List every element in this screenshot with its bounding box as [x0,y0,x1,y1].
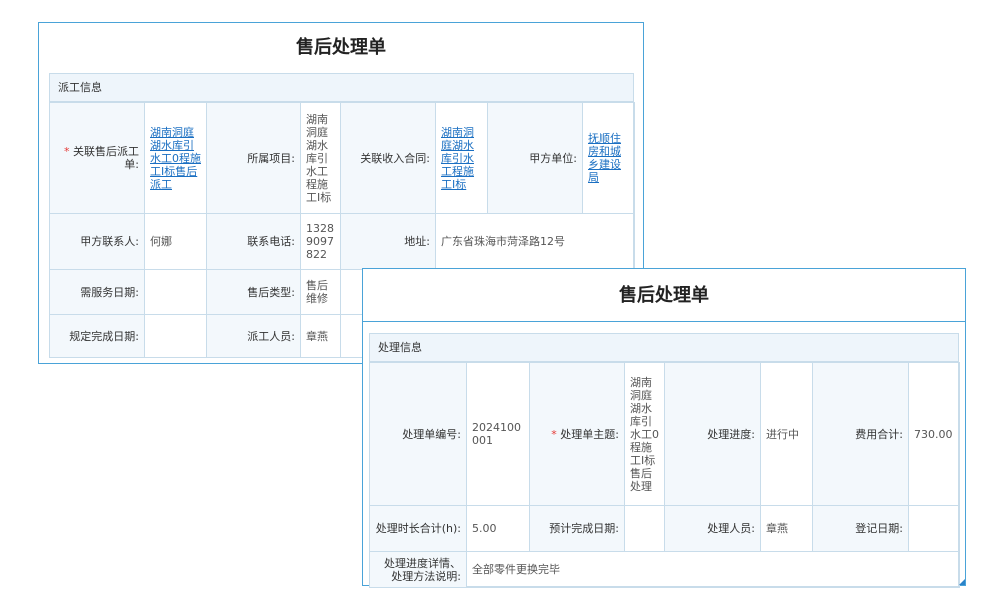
address-label: 地址: [340,213,436,270]
after-sales-form-front: 售后处理单 处理信息 处理单编号: 2024100001 * 处理单主题: 湖南… [362,268,966,588]
party-link[interactable]: 抚顺住房和城乡建设局 [588,132,621,184]
form-title: 售后处理单 [363,269,965,322]
table-row: 处理进度详情、处理方法说明: 全部零件更换完毕 [369,551,960,588]
detail-label: 处理进度详情、处理方法说明: [369,551,467,588]
table-row: 处理单编号: 2024100001 * 处理单主题: 湖南洞庭湖水库引水工0程施… [369,362,960,506]
contract-value: 湖南洞庭湖水库引水工程施工I标 [435,102,488,214]
deadline-label: 规定完成日期: [49,314,145,358]
resize-handle[interactable] [959,579,965,585]
contact-value: 何娜 [144,213,207,270]
section-dispatch-info: 派工信息 [50,74,633,102]
eta-value [624,505,665,552]
project-label: 所属项目: [206,102,301,214]
party-label: 甲方单位: [487,102,583,214]
after-sales-form-back: 售后处理单 派工信息 * 关联售后派工单: 湖南洞庭湖水库引水工0程施工I标售后… [38,22,644,364]
service-date-value [144,269,207,315]
type-label: 售后类型: [206,269,301,315]
phone-label: 联系电话: [206,213,301,270]
order-value: 湖南洞庭湖水库引水工0程施工I标售后派工 [144,102,207,214]
cost-label: 费用合计: [812,362,909,506]
subject-label: * 处理单主题: [529,362,625,506]
progress-label: 处理进度: [664,362,761,506]
eta-label: 预计完成日期: [529,505,625,552]
required-mark: * [551,427,561,441]
project-value: 湖南洞庭湖水库引水工程施工I标 [300,102,341,214]
section-process-info: 处理信息 [370,334,958,362]
contract-link[interactable]: 湖南洞庭湖水库引水工程施工I标 [441,125,474,191]
contact-label: 甲方联系人: [49,213,145,270]
required-mark: * [64,145,73,158]
dispatch-info-box: 派工信息 * 关联售后派工单: 湖南洞庭湖水库引水工0程施工I标售后派工 所属项… [49,73,635,358]
worker-label: 派工人员: [206,314,301,358]
handler-label: 处理人员: [664,505,761,552]
no-value: 2024100001 [466,362,530,506]
process-info-table: 处理单编号: 2024100001 * 处理单主题: 湖南洞庭湖水库引水工0程施… [369,362,960,588]
contract-label: 关联收入合同: [340,102,436,214]
phone-value: 13289097822 [300,213,341,270]
deadline-value [144,314,207,358]
detail-value: 全部零件更换完毕 [466,551,960,588]
reg-label: 登记日期: [812,505,909,552]
handler-value: 章燕 [760,505,813,552]
order-label: * 关联售后派工单: [49,102,145,214]
form-title: 售后处理单 [296,37,386,58]
progress-value: 进行中 [760,362,813,506]
hours-value: 5.00 [466,505,530,552]
party-value: 抚顺住房和城乡建设局 [582,102,635,214]
order-link[interactable]: 湖南洞庭湖水库引水工0程施工I标售后派工 [150,125,201,191]
reg-value [908,505,960,552]
table-row: 甲方联系人: 何娜 联系电话: 13289097822 地址: 广东省珠海市菏泽… [49,213,635,270]
cost-value: 730.00 [908,362,960,506]
type-value: 售后维修 [300,269,341,315]
service-date-label: 需服务日期: [49,269,145,315]
address-value: 广东省珠海市菏泽路12号 [435,213,635,270]
no-label: 处理单编号: [369,362,467,506]
worker-value: 章燕 [300,314,341,358]
table-row: 处理时长合计(h): 5.00 预计完成日期: 处理人员: 章燕 登记日期: [369,505,960,552]
process-info-box: 处理信息 处理单编号: 2024100001 * 处理单主题: 湖南洞庭湖水库引… [369,333,960,588]
table-row: * 关联售后派工单: 湖南洞庭湖水库引水工0程施工I标售后派工 所属项目: 湖南… [49,102,635,214]
subject-value: 湖南洞庭湖水库引水工0程施工I标售后处理 [624,362,665,506]
hours-label: 处理时长合计(h): [369,505,467,552]
